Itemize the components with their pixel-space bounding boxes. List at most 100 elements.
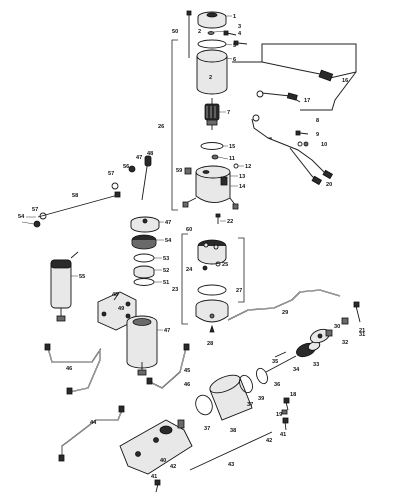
fitting-32-part [325,329,333,337]
hydraulic-lines [44,289,341,462]
callout-14: 14 [239,184,246,190]
callout-47c: 47 [136,155,142,161]
callout-48: 48 [147,151,153,157]
callout-43: 43 [228,462,234,468]
callout-20: 20 [326,182,332,188]
pump-cap-part [130,216,160,233]
terminal-screw-part [295,130,309,136]
svg-text:2: 2 [209,75,212,81]
nut-left-part [33,220,41,228]
reservoir-part [195,299,229,323]
pump-column [33,155,192,376]
callout-38: 38 [230,428,236,434]
callout-41: 41 [280,432,286,438]
callout-11: 11 [229,156,235,162]
seal-37-part [195,394,213,416]
callout-27: 27 [236,288,242,294]
callout-60: 60 [186,227,192,233]
seal-ring-51-part [133,278,155,286]
brush-housing-part [182,165,239,210]
callout-24: 24 [186,267,193,273]
callout-19: 19 [276,412,282,418]
callout-36: 36 [274,382,280,388]
callout-44: 44 [90,420,97,426]
callout-59: 59 [176,168,182,174]
callout-46b: 46 [184,382,190,388]
gear-part [131,234,157,250]
callout-55: 55 [79,274,85,280]
valve-body-part [197,239,227,265]
callout-23: 23 [172,287,178,293]
callout-5: 5 [233,43,236,49]
callout-31: 31 [359,332,365,338]
armature-part [204,98,220,130]
callout-40: 40 [160,458,166,464]
callout-22: 22 [227,219,233,225]
callout-37b: 37 [204,426,210,432]
callout-50: 50 [172,29,178,35]
motor-assembly: 2 [171,10,239,224]
screw-22-part [215,213,221,224]
callout-54: 54 [165,238,172,244]
washer-part [207,31,215,35]
callout-42: 42 [266,438,272,444]
callout-7: 7 [227,110,230,116]
piston-part [133,265,155,279]
callout-39: 39 [258,396,264,402]
screw-4-part [233,40,248,46]
valve-31-part [341,301,361,325]
pin-48-part [113,292,120,301]
callout-6: 6 [233,57,236,63]
callout-33: 33 [313,362,319,368]
callout-8: 8 [316,118,319,124]
callout-37: 37 [247,402,253,408]
tilt-cylinder-part [209,374,253,421]
seal-36-part [256,367,268,385]
screw-18-part [283,397,290,411]
callout-28: 28 [207,341,213,347]
callout-3: 3 [238,24,241,30]
callout-13: 13 [239,174,245,180]
screw-41b-part [282,417,289,431]
callout-labels: 1 50 2 3 4 5 6 7 26 8 9 10 11 12 13 14 1… [18,14,365,480]
callout-53: 53 [163,256,169,262]
valve-body-assembly [181,233,245,333]
callout-21: 21 [359,328,365,334]
callout-17: 17 [304,98,310,104]
cover-59-part [184,167,192,175]
callout-56: 56 [123,164,129,170]
seal-ring-53-part [133,253,155,263]
piston-33-part [296,341,321,358]
callout-25: 25 [222,262,228,268]
callout-32: 32 [342,340,348,346]
clip-part [233,163,239,169]
tilt-cylinder-group [119,301,361,493]
callout-58: 58 [72,193,78,199]
o-ring-27-part [197,284,227,296]
screw-41-part [154,479,161,493]
callout-45: 45 [184,368,190,374]
callout-42b: 42 [170,464,176,470]
callout-49: 49 [118,306,124,312]
wire-harness [232,40,357,186]
shock-cylinder-part [50,251,79,322]
lower-cylinder-part [119,419,193,475]
field-frame-part: 2 [196,49,228,95]
pump-cylinder-part [126,315,158,376]
callout-29: 29 [282,310,288,316]
end-cap-part [197,11,227,29]
callout-34: 34 [293,367,300,373]
callout-30: 30 [334,324,340,330]
callout-18: 18 [290,392,296,398]
callout-16: 16 [342,78,348,84]
callout-4: 4 [238,31,242,37]
callout-26: 26 [158,124,164,130]
washer-left-part [39,212,47,220]
retainer-part [211,154,219,160]
callout-47b: 47 [164,328,170,334]
check-ball-part [202,265,208,271]
fitting-19-part [281,409,288,415]
leader-lines [21,15,244,331]
callout-47: 47 [165,220,171,226]
thrust-washer-part [200,142,224,150]
